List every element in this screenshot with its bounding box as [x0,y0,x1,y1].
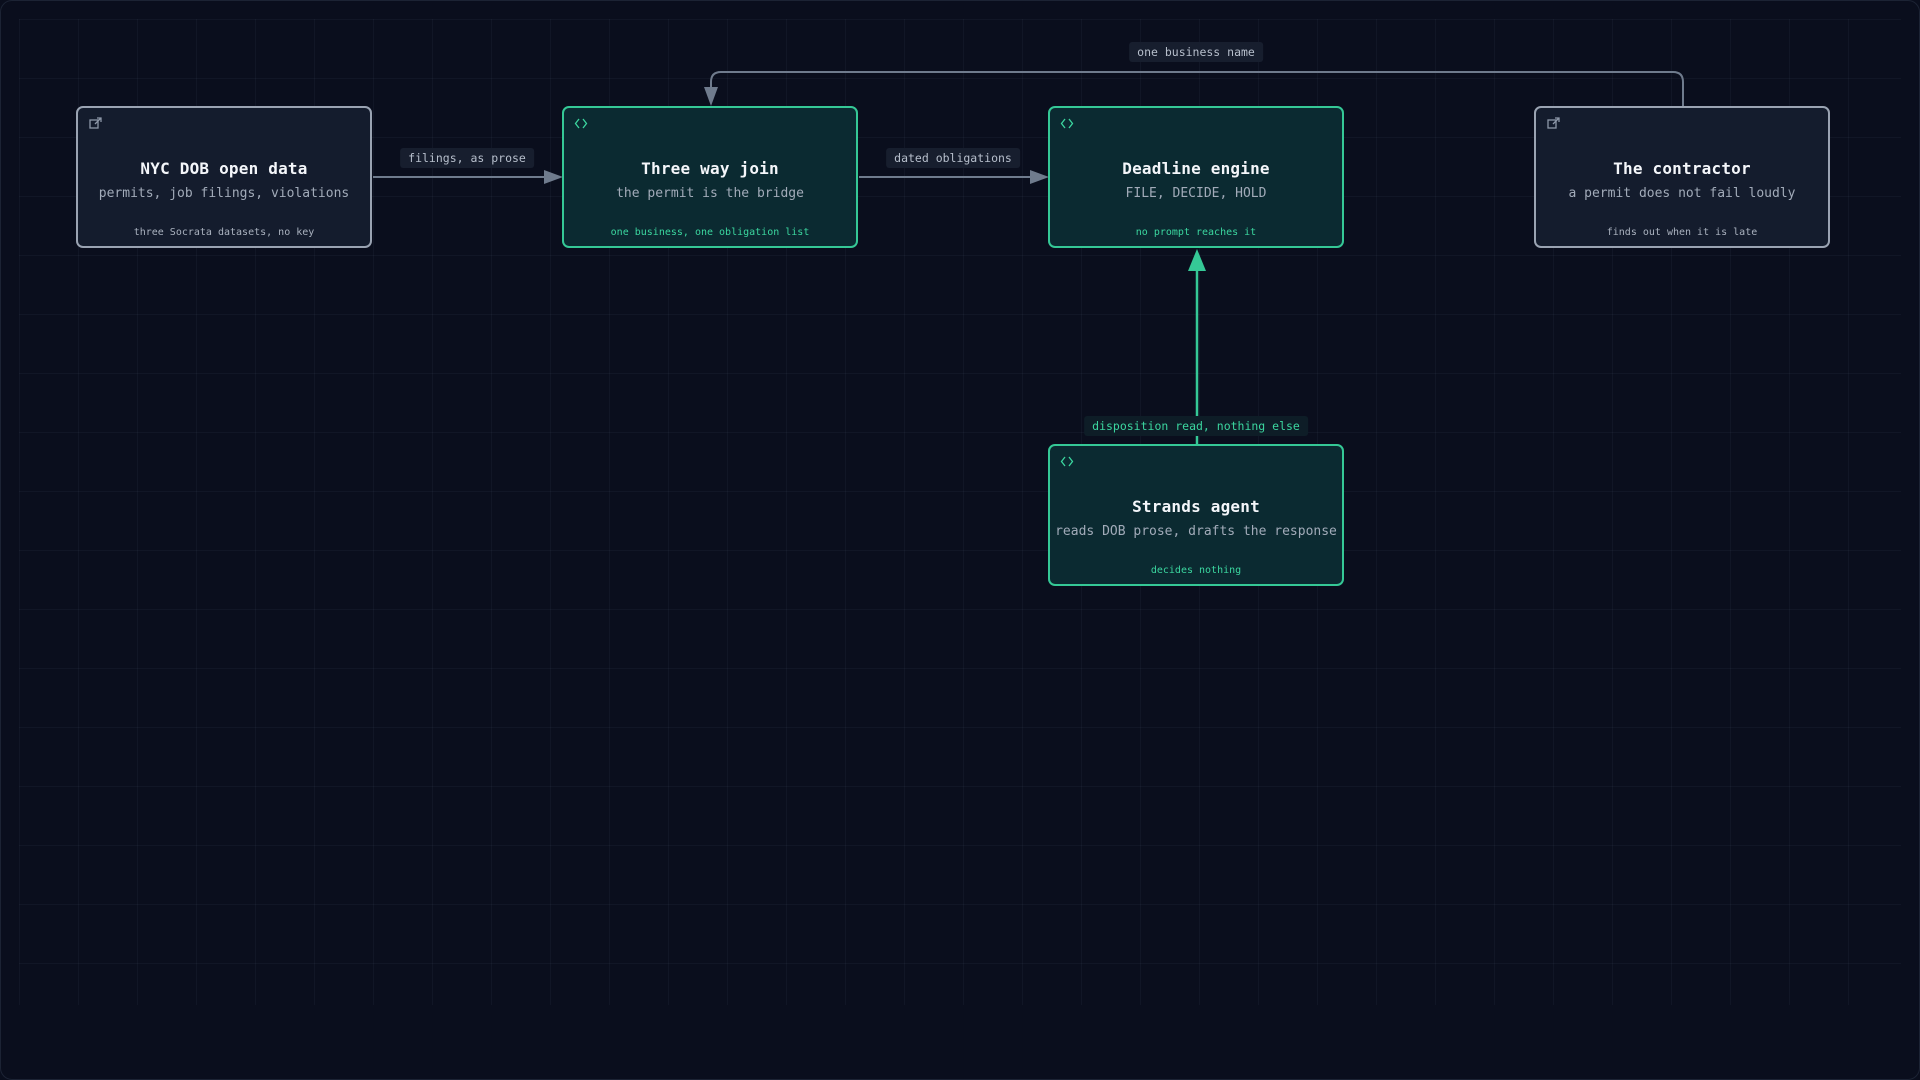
arrowhead-filings [544,170,563,184]
node-strands-agent[interactable]: Strands agent reads DOB prose, drafts th… [1048,444,1344,586]
node-title: The contractor [1613,159,1751,178]
node-footnote: decides nothing [1150,565,1242,576]
node-three-way-join[interactable]: Three way join the permit is the bridge … [562,106,858,248]
node-the-contractor[interactable]: The contractor a permit does not fail lo… [1534,106,1830,248]
node-footnote: one business, one obligation list [610,227,810,238]
node-title: Deadline engine [1122,159,1270,178]
node-title: NYC DOB open data [140,159,308,178]
node-subtitle: FILE, DECIDE, HOLD [1125,186,1267,201]
arrowhead-disposition [1188,249,1206,271]
edge-business-name [710,71,1684,106]
node-title: Three way join [641,159,779,178]
node-subtitle: the permit is the bridge [616,186,804,201]
node-deadline-engine[interactable]: Deadline engine FILE, DECIDE, HOLD no pr… [1048,106,1344,248]
node-footnote: no prompt reaches it [1135,227,1257,238]
node-footnote: finds out when it is late [1606,227,1758,238]
edge-label-business-name: one business name [1129,42,1263,62]
edge-label-obligations: dated obligations [886,148,1020,168]
node-subtitle: reads DOB prose, drafts the response [1055,524,1337,539]
node-footnote: three Socrata datasets, no key [133,227,315,238]
external-link-icon [1546,117,1560,131]
external-link-icon [88,117,102,131]
arrowhead-obligations [1030,170,1049,184]
edge-label-disposition: disposition read, nothing else [1084,416,1308,436]
arrowhead-business-name [704,87,718,106]
node-subtitle: permits, job filings, violations [98,186,350,201]
node-nyc-dob-open-data[interactable]: NYC DOB open data permits, job filings, … [76,106,372,248]
edge-label-filings: filings, as prose [400,148,534,168]
node-subtitle: a permit does not fail loudly [1568,186,1796,201]
node-title: Strands agent [1132,497,1260,516]
code-icon [1060,455,1074,469]
code-icon [1060,117,1074,131]
code-icon [574,117,588,131]
